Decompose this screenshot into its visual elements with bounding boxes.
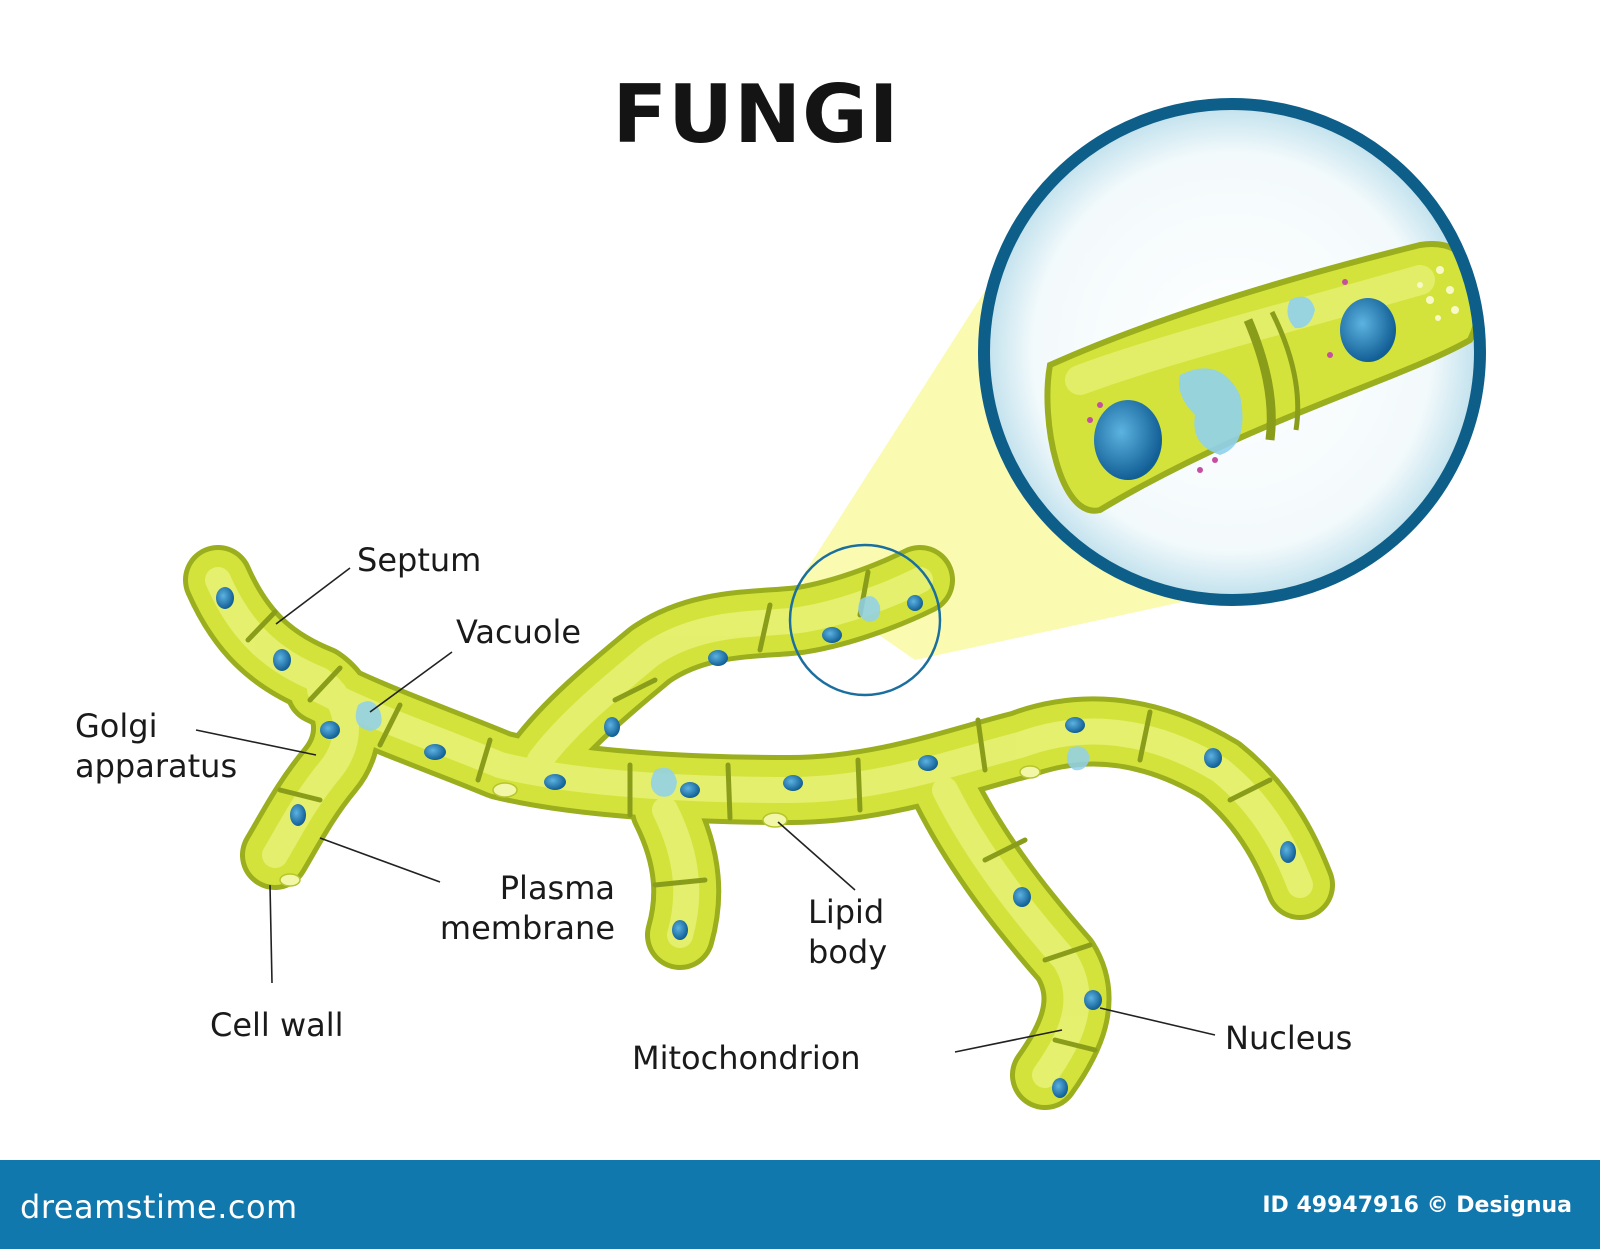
nucleus xyxy=(783,775,803,791)
septum-wall xyxy=(307,665,343,703)
cellwall-leader xyxy=(269,884,273,984)
septum-wall xyxy=(975,717,988,773)
nucleus xyxy=(424,744,446,760)
zoomed-septum xyxy=(1269,310,1301,431)
lipid-bodies xyxy=(279,765,1041,887)
nucleus xyxy=(290,804,306,826)
nucleus xyxy=(822,627,842,643)
septum-wall xyxy=(652,877,708,888)
footer-bar: dreamstime.com ID 49947916 © Designua xyxy=(0,1160,1600,1249)
vacuole-leader xyxy=(369,651,453,713)
label-vacuole: Vacuole xyxy=(456,613,582,651)
septum-leader xyxy=(275,567,351,625)
leader-lines xyxy=(195,567,1216,1053)
zoom-view xyxy=(978,98,1486,606)
nucleus xyxy=(1052,1078,1068,1098)
label-plasma-line2: membrane xyxy=(439,909,615,947)
septum-wall xyxy=(377,702,403,748)
septum-wall xyxy=(982,837,1028,863)
zoomed-granules xyxy=(1087,279,1348,473)
septum-wall xyxy=(475,737,493,783)
nucleus xyxy=(672,920,688,940)
label-nucleus: Nucleus xyxy=(1225,1019,1353,1057)
septum-wall xyxy=(855,757,863,813)
mitochondrion-leader xyxy=(954,1029,1063,1053)
nucleus xyxy=(1065,717,1085,733)
nucleus xyxy=(1084,990,1102,1010)
lipid-body xyxy=(1019,765,1041,779)
lipid-leader xyxy=(777,821,856,891)
label-golgi-line1: Golgi xyxy=(75,707,158,745)
nucleus xyxy=(1013,887,1031,907)
nucleus-leader xyxy=(1099,1007,1216,1036)
nucleus xyxy=(216,587,234,609)
zoomed-hypha-highlight xyxy=(1065,265,1435,395)
label-septum: Septum xyxy=(357,541,482,579)
septum-wall xyxy=(1227,777,1273,803)
label-golgi-line2: apparatus xyxy=(75,747,238,785)
label-lipid-line2: body xyxy=(808,933,888,971)
label-mitochondrion: Mitochondrion xyxy=(632,1039,861,1077)
septum-wall xyxy=(1137,709,1153,763)
vacuole xyxy=(858,596,881,622)
zoom-ring xyxy=(978,98,1486,606)
nucleus xyxy=(1280,841,1296,863)
septum-wall xyxy=(612,677,658,703)
septum-wall xyxy=(245,609,278,643)
nucleus xyxy=(544,774,566,790)
zoomed-nucleus xyxy=(1340,298,1396,362)
label-golgi: Golgi apparatus xyxy=(75,706,237,786)
magnifier-small xyxy=(788,543,942,697)
label-lipid-body: Lipid body xyxy=(808,892,887,972)
lipid-body xyxy=(762,812,788,828)
septum-wall xyxy=(757,602,773,653)
plasma-leader xyxy=(319,837,441,883)
nucleus xyxy=(320,721,340,739)
septum-wall xyxy=(1042,942,1093,963)
nucleus xyxy=(708,650,728,666)
label-plasma-membrane: Plasma membrane xyxy=(430,868,615,948)
septum-wall xyxy=(277,787,323,803)
zoomed-vesicles xyxy=(1417,266,1459,321)
nucleus xyxy=(918,755,938,771)
label-lipid-line1: Lipid xyxy=(808,893,885,931)
label-cell-wall: Cell wall xyxy=(210,1006,344,1044)
septum-wall xyxy=(1052,1037,1098,1053)
nucleus xyxy=(680,782,700,798)
hyphae-outline xyxy=(183,545,1335,1110)
zoomed-vacuole xyxy=(1287,296,1315,329)
lipid-body xyxy=(279,873,301,887)
footer-credit: ID 49947916 © Designua xyxy=(1262,1193,1572,1218)
septa xyxy=(245,569,1273,1053)
nucleus xyxy=(273,649,291,671)
zoomed-vacuole xyxy=(1179,368,1243,455)
nuclei xyxy=(216,587,1296,1098)
lipid-body xyxy=(492,782,518,798)
septum-wall xyxy=(725,762,733,821)
zoomed-nucleus xyxy=(1094,400,1162,480)
golgi-leader xyxy=(195,729,317,756)
nucleus xyxy=(907,595,923,611)
vacuole xyxy=(1066,746,1090,771)
zoomed-septum xyxy=(1243,318,1276,441)
label-plasma-line1: Plasma xyxy=(499,869,615,907)
diagram-title: FUNGI xyxy=(612,68,900,161)
footer-brand: dreamstime.com xyxy=(20,1188,298,1226)
nucleus xyxy=(1204,748,1222,768)
vacuole xyxy=(650,767,677,797)
nucleus xyxy=(604,717,620,737)
